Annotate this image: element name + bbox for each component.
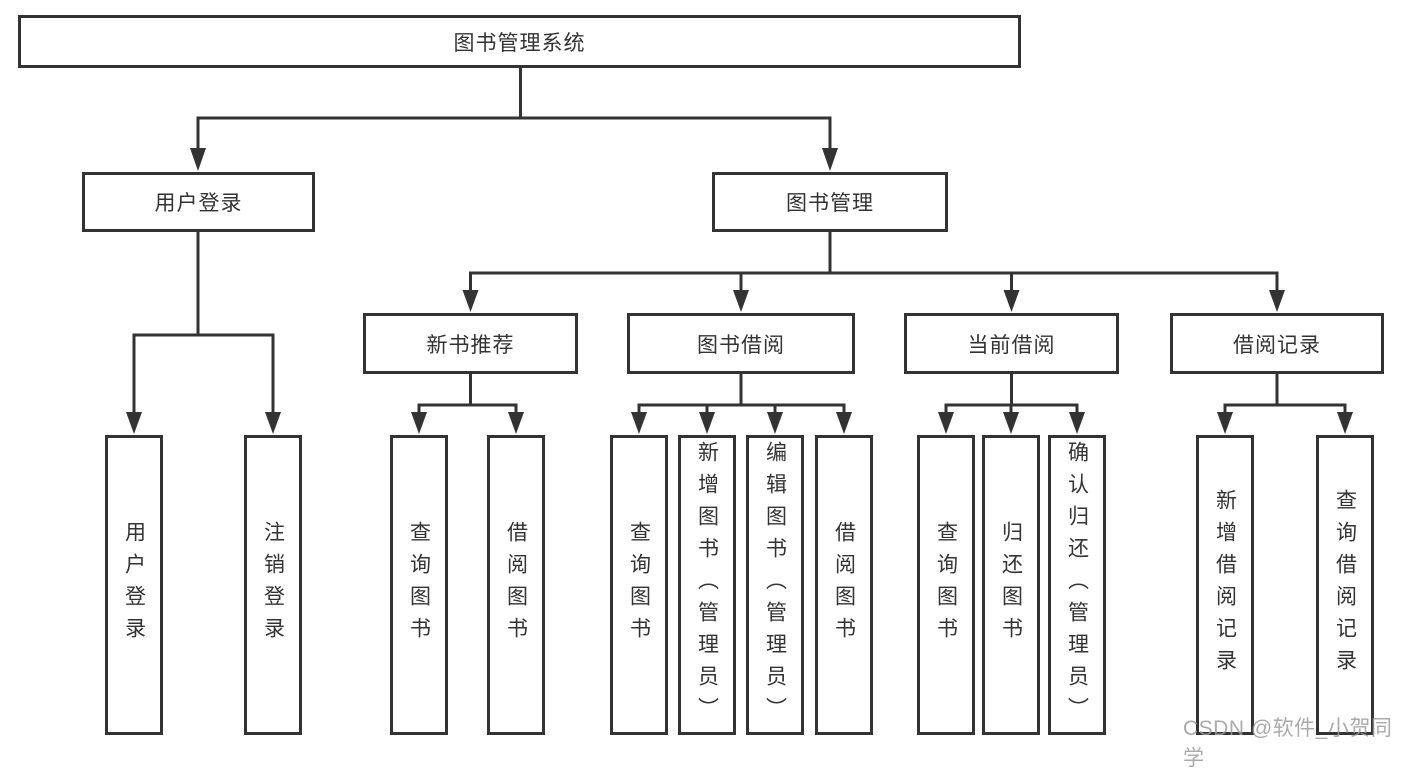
node-label: 借阅记录 (1233, 333, 1321, 357)
leaf-query-books-borrowing: 查询图书 (610, 435, 668, 735)
node-label: 图书管理系统 (453, 31, 586, 55)
node-book-borrowing: 图书借阅 (627, 313, 855, 374)
node-label: 用户登录 (122, 521, 146, 649)
node-label: 归还图书 (999, 521, 1023, 649)
connector-leaf-arrows (411, 412, 1353, 434)
node-label: 用户登录 (154, 192, 243, 215)
connector-book-mgmt-arrows (462, 290, 1285, 312)
leaf-query-books-recommend: 查询图书 (390, 435, 448, 735)
node-label: 编辑图书（管理员） (763, 441, 787, 729)
node-label: 新书推荐 (426, 333, 515, 357)
csdn-watermark: CSDN @软件_小贺同学 (1183, 717, 1393, 770)
node-label: 查询借阅记录 (1333, 489, 1357, 681)
connector-lines (126, 68, 1353, 434)
leaf-return-books: 归还图书 (982, 435, 1040, 735)
connector-leaf-groups (417, 374, 1347, 413)
node-library-management-system: 图书管理系统 (18, 15, 1021, 68)
node-label: 图书借阅 (697, 333, 785, 357)
diagram-canvas: 图书管理系统 用户登录 图书管理 新书推荐 图书借阅 当前借阅 借阅记录 用户登… (18, 15, 1392, 770)
node-label: 图书管理 (786, 192, 874, 215)
node-borrowing-records: 借阅记录 (1170, 313, 1384, 374)
node-label: 借阅图书 (504, 521, 528, 649)
node-new-book-recommendation: 新书推荐 (363, 313, 578, 374)
node-label: 查询图书 (407, 521, 431, 649)
node-label: 确认归还（管理员） (1065, 441, 1089, 729)
node-book-management-branch: 图书管理 (712, 172, 948, 232)
leaf-add-books-admin: 新增图书（管理员） (678, 435, 736, 735)
node-label: 新增借阅记录 (1213, 489, 1237, 681)
node-label: 新增图书（管理员） (695, 441, 719, 729)
leaf-query-borrow-record: 查询借阅记录 (1316, 435, 1374, 735)
connector-user-login-arrows (126, 412, 281, 434)
node-label: 借阅图书 (832, 521, 856, 649)
leaf-edit-books-admin: 编辑图书（管理员） (746, 435, 804, 735)
leaf-add-borrow-record: 新增借阅记录 (1196, 435, 1254, 735)
node-current-borrowing: 当前借阅 (904, 313, 1119, 374)
leaf-borrow-books-recommend: 借阅图书 (487, 435, 545, 735)
connector-book-mgmt-branch (469, 232, 1279, 291)
node-label: 注销登录 (261, 521, 285, 649)
connector-level1 (196, 68, 832, 150)
node-label: 当前借阅 (967, 333, 1056, 357)
node-user-login-branch: 用户登录 (82, 172, 315, 232)
connector-level1-arrows (190, 148, 838, 171)
leaf-logout: 注销登录 (244, 435, 302, 735)
leaf-user-login: 用户登录 (105, 435, 163, 735)
leaf-borrow-books: 借阅图书 (815, 435, 873, 735)
connector-user-login-branch (132, 232, 275, 413)
node-label: 查询图书 (934, 521, 958, 649)
leaf-query-books-current: 查询图书 (917, 435, 975, 735)
leaf-confirm-return-admin: 确认归还（管理员） (1048, 435, 1106, 735)
node-label: 查询图书 (627, 521, 651, 649)
